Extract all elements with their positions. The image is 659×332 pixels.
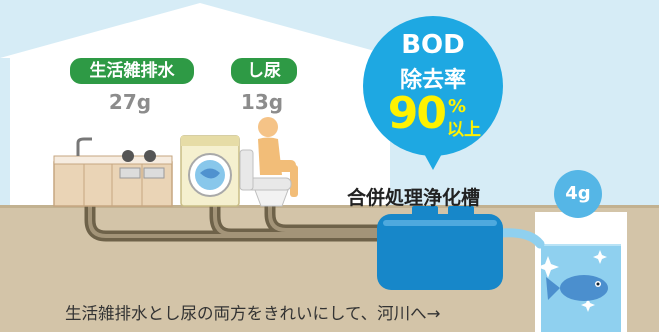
bod-percent-sign: %: [448, 96, 467, 117]
toilet-person-icon: [239, 117, 298, 207]
fish-icon: [546, 275, 608, 301]
bod-percent-value: 90: [387, 88, 447, 139]
kitchen-sink-icon: [53, 137, 173, 207]
human-waste-amount: 13g: [240, 90, 284, 114]
bod-or-more: 以上: [447, 120, 481, 140]
caption: 生活雑排水とし尿の両方をきれいにして、河川へ→: [65, 304, 441, 323]
output-bubble: [554, 170, 602, 218]
output-amount: 4g: [565, 183, 591, 204]
washing-machine-icon: [180, 135, 240, 207]
bod-title: BOD: [401, 30, 465, 60]
bod-badge: [363, 16, 503, 156]
bod-removal-rate: 除去率: [399, 68, 466, 93]
household-amount: 27g: [108, 90, 152, 114]
septic-tank-icon: [377, 206, 503, 290]
tank-name: 合併処理浄化槽: [347, 187, 481, 209]
household-wastewater-label: 生活雑排水: [68, 56, 196, 86]
house-silhouette: [0, 3, 400, 205]
human-waste-label: し尿: [229, 56, 299, 86]
sparkle-icons: [537, 228, 607, 312]
